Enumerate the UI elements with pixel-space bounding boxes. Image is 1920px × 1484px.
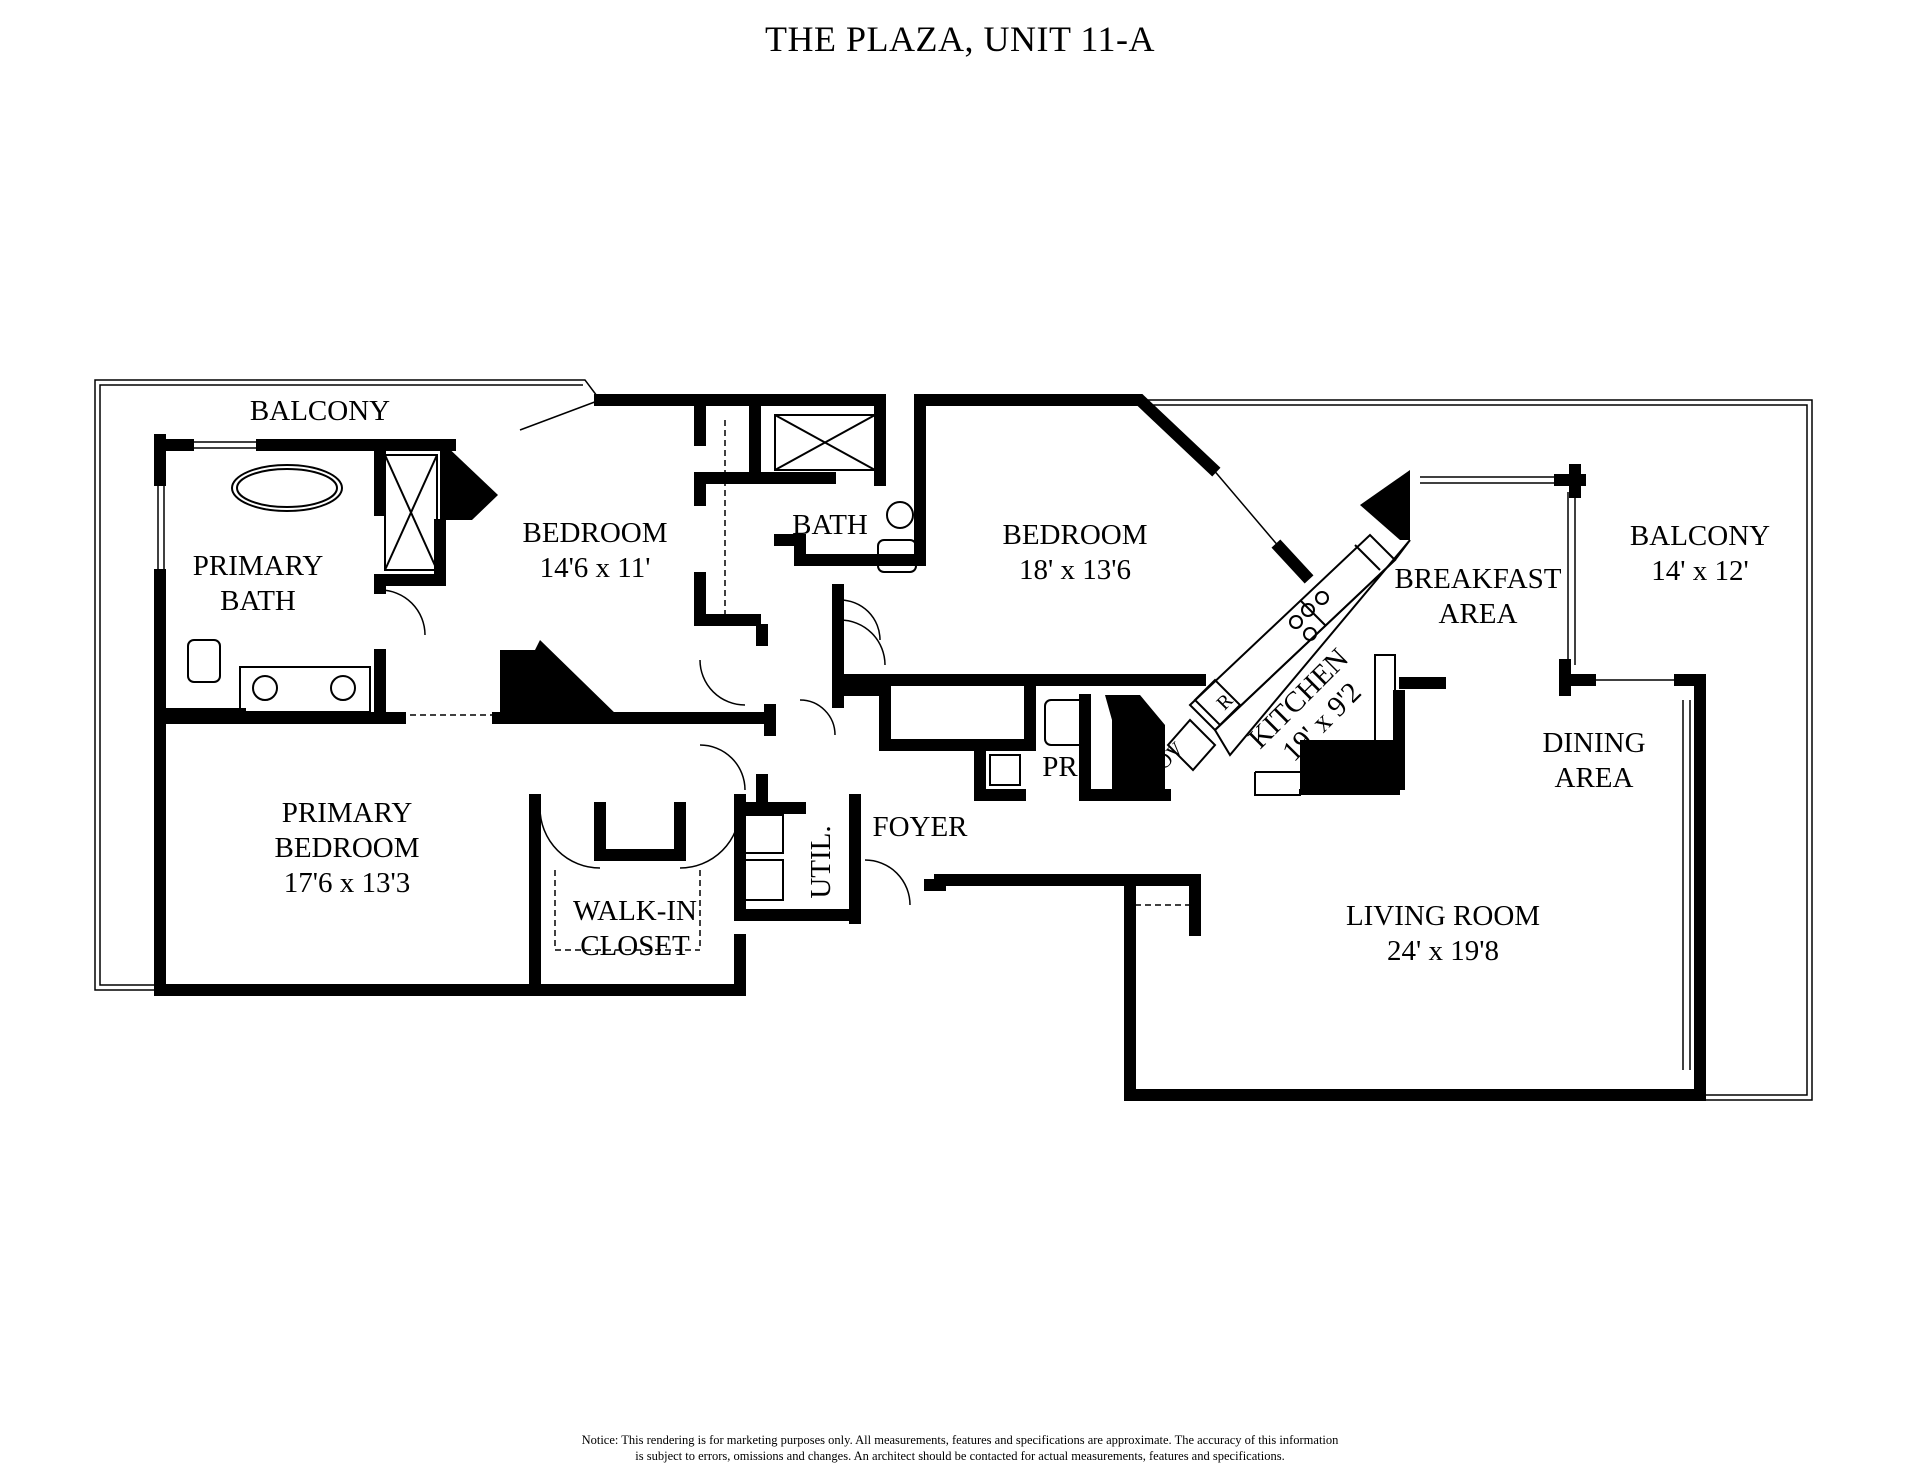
dining-label-1: DINING	[1542, 727, 1645, 759]
balcony-east-label: BALCONY	[1630, 520, 1770, 552]
fixtures	[187, 414, 1086, 901]
bedroom2-label: BEDROOM	[522, 517, 667, 549]
disclaimer-line-2: is subject to errors, omissions and chan…	[635, 1449, 1285, 1463]
balcony-east-dims: 14' x 12'	[1651, 555, 1748, 587]
utility-label: UTIL.	[805, 825, 837, 898]
primary-bedroom-dims: 17'6 x 13'3	[284, 867, 410, 899]
breakfast-label-2: AREA	[1439, 598, 1518, 630]
door-swings	[379, 589, 911, 906]
bedroom3-label: BEDROOM	[1002, 519, 1147, 551]
powder-label: PR	[1042, 751, 1078, 783]
closet-lines	[400, 420, 1190, 951]
walk-in-closet-label-2: CLOSET	[580, 930, 690, 962]
primary-bath-label-1: PRIMARY	[193, 550, 324, 582]
balcony-outlines	[94, 379, 1813, 1101]
bath-label: BATH	[792, 509, 868, 541]
walk-in-closet-label-1: WALK-IN	[573, 895, 697, 927]
primary-bedroom-label-2: BEDROOM	[274, 832, 419, 864]
kitchen-counter	[1166, 533, 1411, 796]
living-room-dims: 24' x 19'8	[1387, 935, 1499, 967]
dining-label-2: AREA	[1555, 762, 1634, 794]
living-room-label: LIVING ROOM	[1346, 900, 1540, 932]
disclaimer-line-1: Notice: This rendering is for marketing …	[581, 1433, 1339, 1447]
primary-bedroom-label-1: PRIMARY	[282, 797, 413, 829]
bedroom2-dims: 14'6 x 11'	[540, 552, 651, 584]
disclaimer-notice: Notice: This rendering is for marketing …	[0, 1432, 1920, 1464]
walls	[154, 394, 1706, 1101]
balcony-west-label: BALCONY	[250, 395, 390, 427]
windows	[157, 399, 1691, 1070]
foyer-label: FOYER	[872, 811, 968, 843]
breakfast-label-1: BREAKFAST	[1394, 563, 1561, 595]
bedroom3-dims: 18' x 13'6	[1019, 554, 1131, 586]
plan-title: THE PLAZA, UNIT 11-A	[765, 19, 1155, 59]
primary-bath-label-2: BATH	[220, 585, 296, 617]
